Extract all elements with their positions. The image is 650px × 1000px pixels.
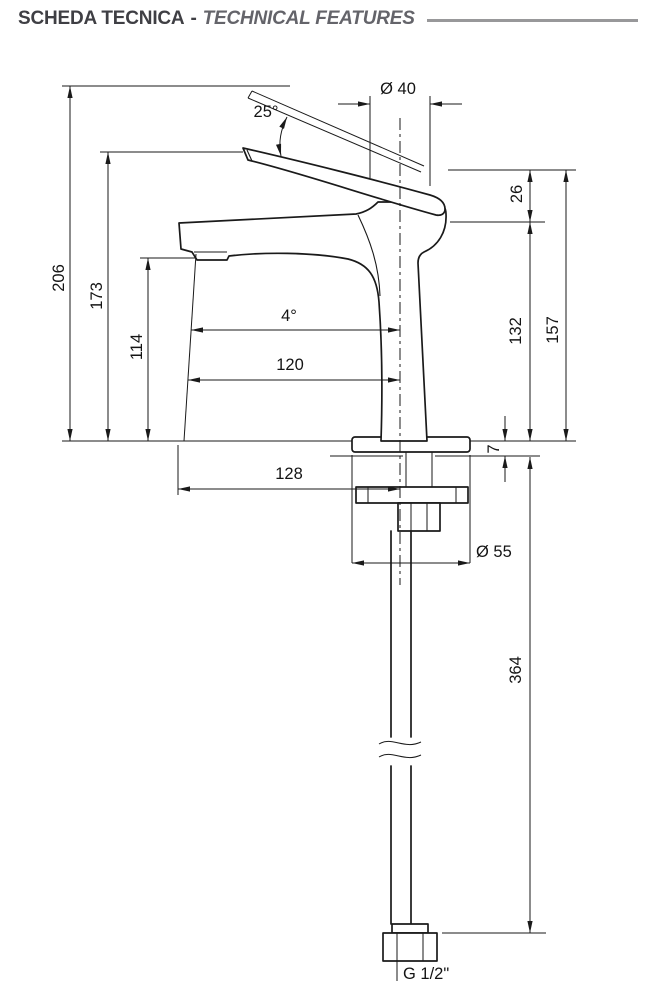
hose-break-line-2 xyxy=(378,753,422,759)
dim-label-132: 132 xyxy=(507,317,525,345)
faucet-body xyxy=(178,201,447,442)
lever-handle xyxy=(242,147,446,217)
raised-lever-tip-line xyxy=(247,90,253,99)
dimension-labels: 25° Ø 40 206 173 114 4° 120 26 132 157 7… xyxy=(50,80,562,983)
dim-label-206: 206 xyxy=(50,264,68,292)
supply-hose xyxy=(378,530,438,981)
dim-arc-25deg xyxy=(275,116,288,157)
lever-raised-position xyxy=(247,90,425,173)
connector-nut xyxy=(382,932,438,962)
lever-outline xyxy=(242,147,446,217)
dim-label-364: 364 xyxy=(507,656,525,684)
title-dash: - xyxy=(190,8,197,29)
mounting-hardware xyxy=(355,452,469,532)
dim-label-dia40: Ø 40 xyxy=(380,80,416,98)
dim-label-7: 7 xyxy=(485,444,503,453)
lever-tip-detail xyxy=(246,149,253,162)
header-rule xyxy=(426,18,638,22)
extension-lines xyxy=(62,85,576,934)
water-stream-reference-line xyxy=(183,253,197,442)
dimension-lines xyxy=(67,86,569,933)
dim-label-157: 157 xyxy=(544,316,562,344)
hose-break-line-1 xyxy=(378,740,422,746)
raised-lever-bottom-line xyxy=(247,97,422,173)
dim-label-114: 114 xyxy=(128,334,146,360)
dim-label-120: 120 xyxy=(276,356,304,374)
dim-label-25deg: 25° xyxy=(254,103,279,121)
sheet-title-italian: SCHEDA TECNICA xyxy=(18,8,185,29)
dim-label-128: 128 xyxy=(275,465,303,483)
spout-body-outline xyxy=(178,201,447,442)
dim-label-thread: G 1/2" xyxy=(403,965,449,983)
spout-transition-line xyxy=(357,214,381,297)
sheet-header: SCHEDA TECNICA - TECHNICAL FEATURES xyxy=(18,8,638,30)
dim-label-173: 173 xyxy=(88,282,106,310)
connector-collar xyxy=(391,923,429,934)
dim-label-4deg: 4° xyxy=(281,307,297,325)
raised-lever-top-line xyxy=(251,90,425,167)
fixing-nut xyxy=(397,502,441,532)
dim-label-dia55: Ø 55 xyxy=(476,543,512,561)
dim-label-26: 26 xyxy=(508,185,526,203)
sheet-title-english: TECHNICAL FEATURES xyxy=(202,8,415,29)
